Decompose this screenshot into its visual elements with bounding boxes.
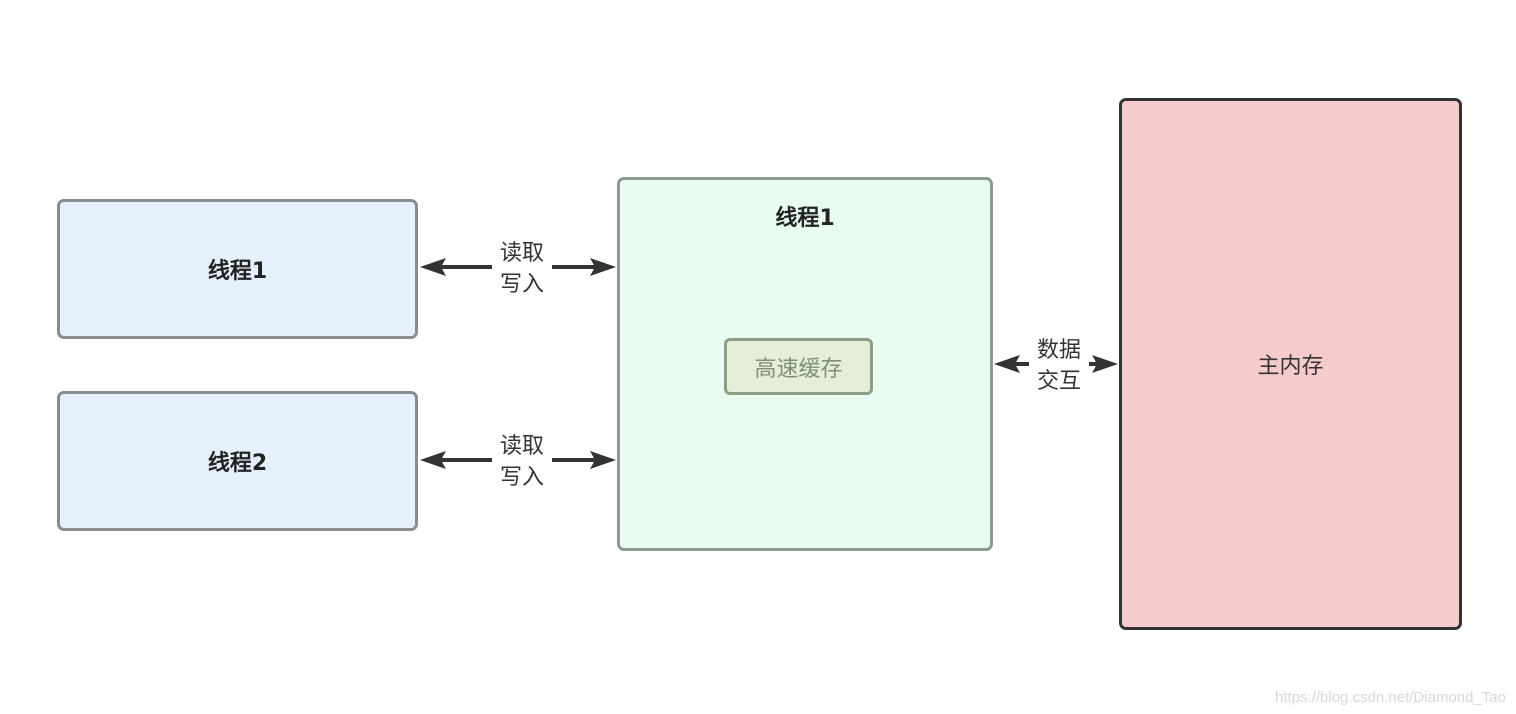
cache-label: 高速缓存 [754,356,843,382]
thread1-label: 线程1 [207,259,268,284]
watermark: https://blog.csdn.net/Diamond_Tao [1275,689,1506,706]
arrowhead-memory-right [1092,355,1118,373]
thread1-edge-label-read: 读取 [499,241,544,266]
memory-edge-label-exchange: 交互 [1036,369,1081,394]
main-memory-label: 主内存 [1257,354,1324,379]
cache-box: 高速缓存 [724,338,873,395]
arrowhead-thread1-right [590,258,616,276]
thread2-edge-label: 读取 写入 [492,431,552,493]
thread2-box: 线程2 [57,391,418,531]
arrowhead-thread2-right [590,451,616,469]
thread2-edge-label-read: 读取 [499,434,544,459]
thread1-edge-label: 读取 写入 [492,238,552,300]
arrowhead-thread1-left [420,258,446,276]
memory-edge-label: 数据 交互 [1029,335,1089,397]
thread2-edge-label-write: 写入 [499,465,544,490]
arrowhead-thread2-left [420,451,446,469]
memory-edge-label-data: 数据 [1036,338,1081,363]
arrowhead-memory-left [994,355,1020,373]
thread1-box: 线程1 [57,199,418,339]
main-memory-box: 主内存 [1119,98,1462,630]
working-memory-title: 线程1 [775,206,835,231]
thread1-edge-label-write: 写入 [499,272,544,297]
working-memory-box: 线程1 高速缓存 [617,177,993,551]
thread2-label: 线程2 [207,451,268,476]
